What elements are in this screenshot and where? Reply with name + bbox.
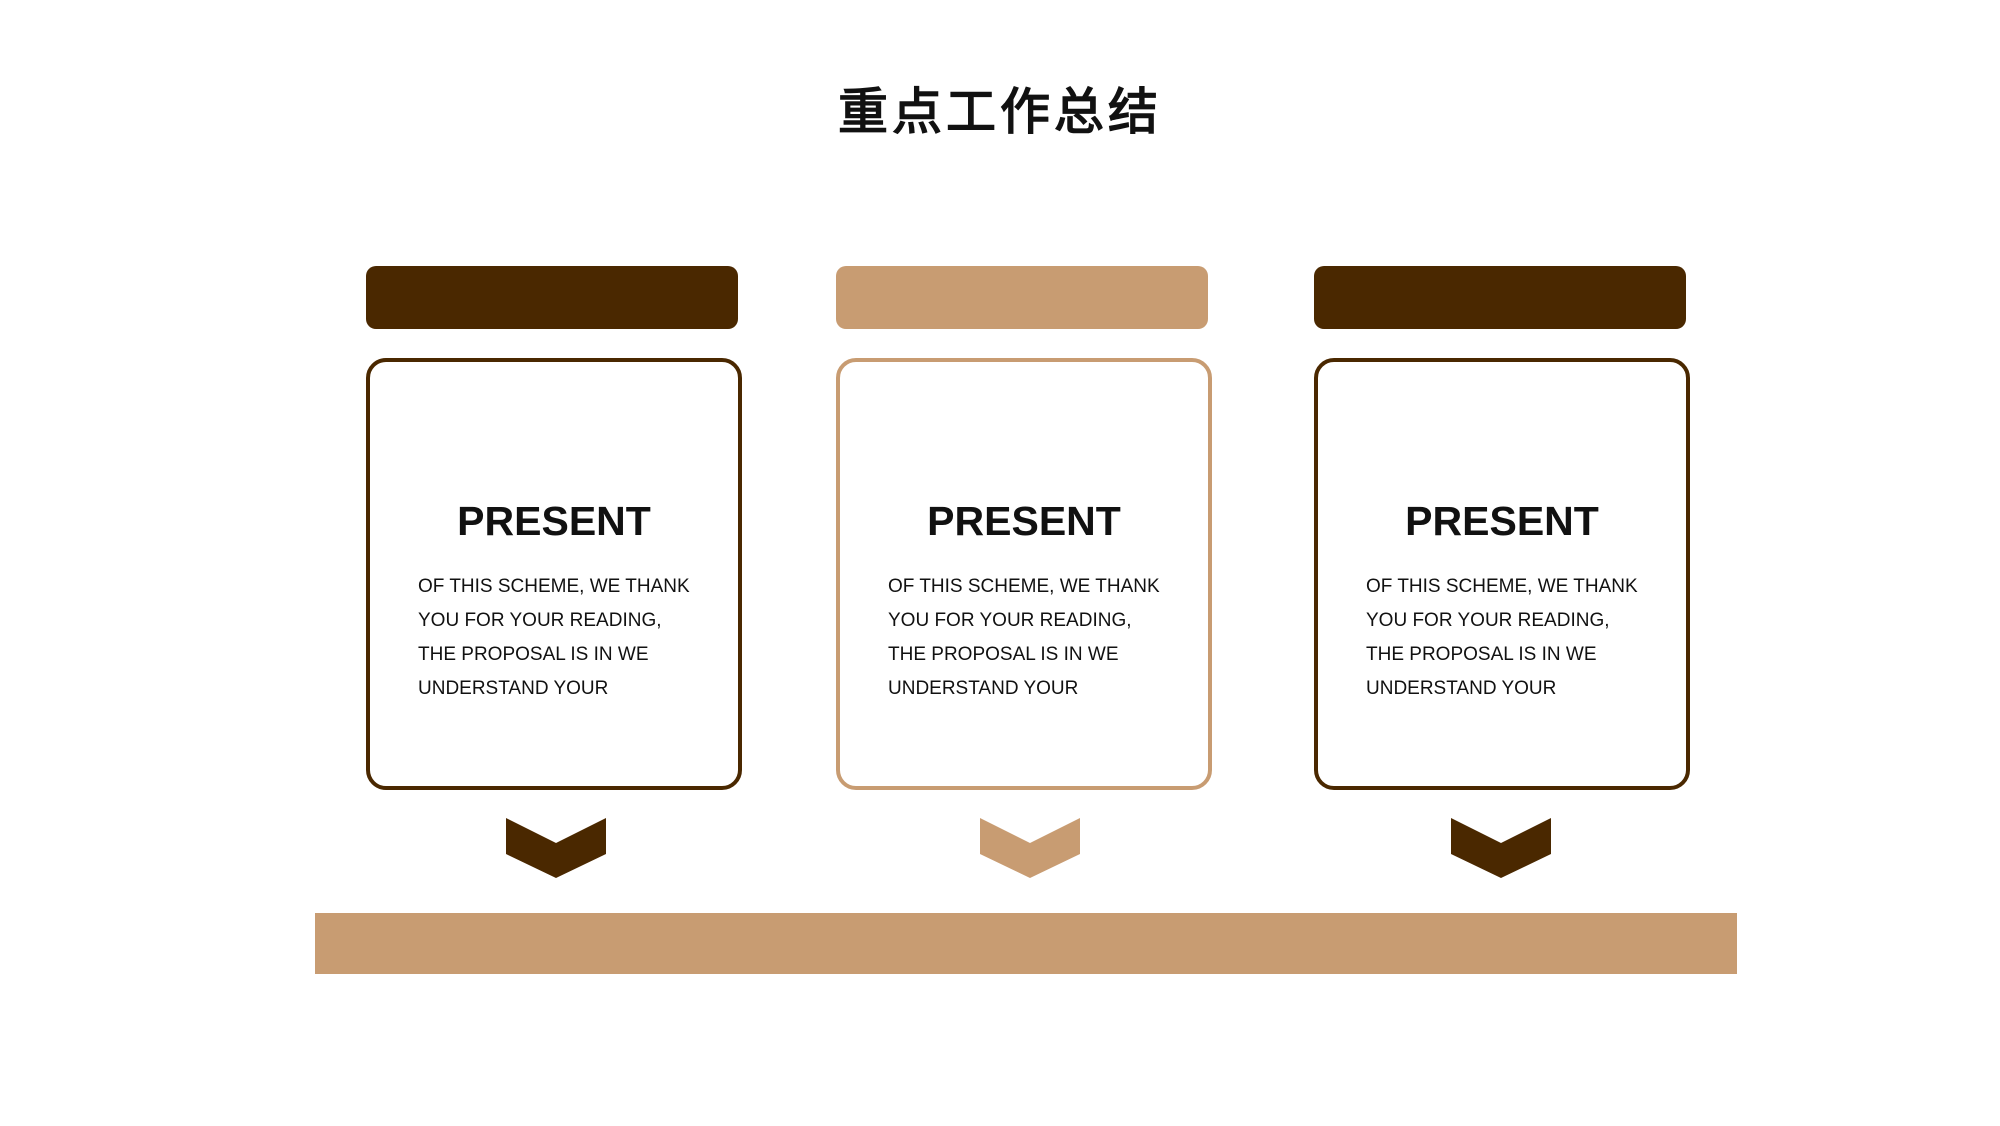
page-title: 重点工作总结 xyxy=(838,83,1162,141)
card-body-line: UNDERSTAND YOUR xyxy=(1366,678,1557,699)
card-body-line: THE PROPOSAL IS IN WE xyxy=(888,644,1119,665)
chevron-down-icon xyxy=(980,818,1080,878)
card-title: PRESENT xyxy=(457,498,651,544)
chevron-down-icon xyxy=(506,818,606,878)
card-body-line: OF THIS SCHEME, WE THANK xyxy=(888,576,1160,597)
card-body-line: YOU FOR YOUR READING, xyxy=(888,610,1132,631)
card-body-line: UNDERSTAND YOUR xyxy=(418,678,609,699)
card-body: OF THIS SCHEME, WE THANK YOU FOR YOUR RE… xyxy=(888,570,1178,706)
card-body: OF THIS SCHEME, WE THANK YOU FOR YOUR RE… xyxy=(418,570,708,706)
header-bar-1 xyxy=(366,266,738,329)
card-title: PRESENT xyxy=(1405,498,1599,544)
card-body-line: YOU FOR YOUR READING, xyxy=(418,610,662,631)
card-3: PRESENT OF THIS SCHEME, WE THANK YOU FOR… xyxy=(1314,358,1690,790)
header-bar-2 xyxy=(836,266,1208,329)
card-body: OF THIS SCHEME, WE THANK YOU FOR YOUR RE… xyxy=(1366,570,1656,706)
card-2: PRESENT OF THIS SCHEME, WE THANK YOU FOR… xyxy=(836,358,1212,790)
card-title: PRESENT xyxy=(927,498,1121,544)
header-bar-3 xyxy=(1314,266,1686,329)
baseline-bar xyxy=(315,913,1737,974)
card-body-line: YOU FOR YOUR READING, xyxy=(1366,610,1610,631)
chevron-down-icon xyxy=(1451,818,1551,878)
card-body-line: UNDERSTAND YOUR xyxy=(888,678,1079,699)
card-body-line: OF THIS SCHEME, WE THANK xyxy=(418,576,690,597)
card-body-line: THE PROPOSAL IS IN WE xyxy=(1366,644,1597,665)
card-1: PRESENT OF THIS SCHEME, WE THANK YOU FOR… xyxy=(366,358,742,790)
card-body-line: THE PROPOSAL IS IN WE xyxy=(418,644,649,665)
card-body-line: OF THIS SCHEME, WE THANK xyxy=(1366,576,1638,597)
